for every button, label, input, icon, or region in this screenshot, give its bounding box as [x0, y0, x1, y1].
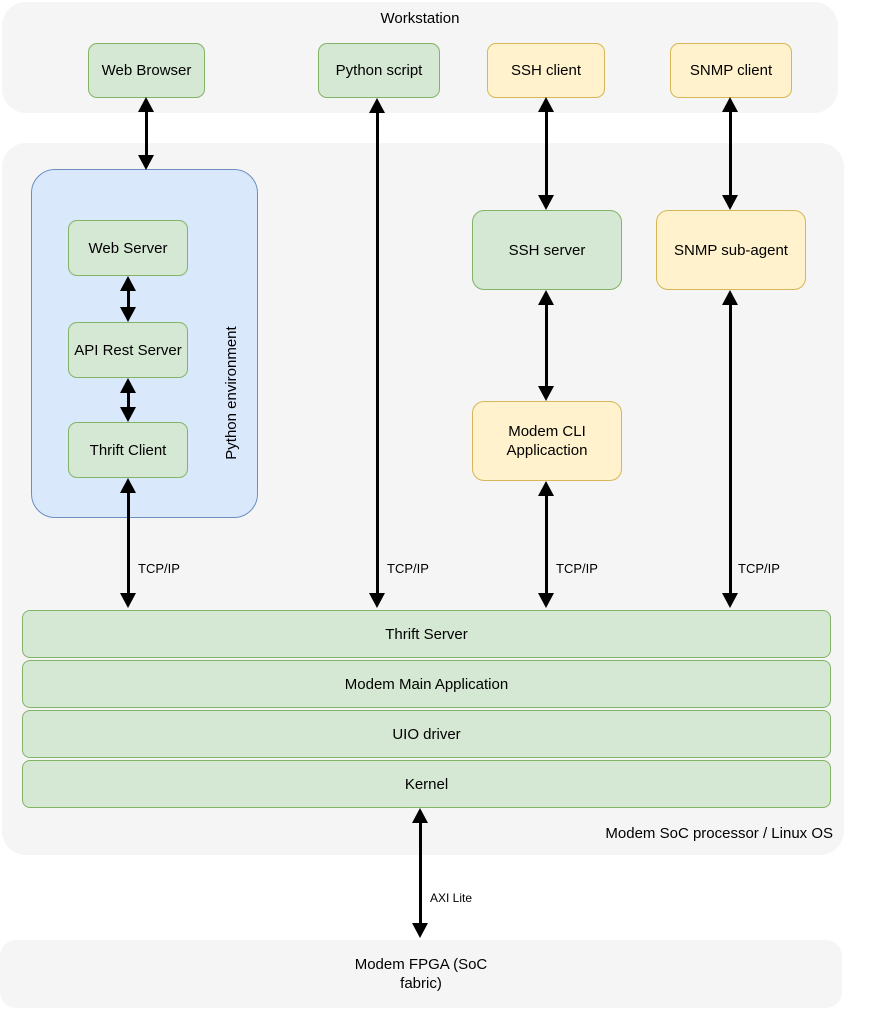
tcpip-label: TCP/IP — [387, 561, 429, 576]
node-ssh-server: SSH server — [472, 210, 622, 290]
arrow-python-script-thrift-server — [368, 98, 386, 608]
arrow-ssh-server-modem-cli-app — [537, 290, 555, 401]
workstation-title: Workstation — [380, 10, 460, 27]
fpga-label: Modem FPGA (SoC fabric) — [354, 956, 488, 992]
node-python-script: Python script — [318, 43, 440, 98]
node-thrift-client: Thrift Client — [68, 422, 188, 478]
arrow-api-rest-server-thrift-client — [119, 378, 137, 422]
zone-fpga — [0, 940, 842, 1008]
layer-modem-main-application: Modem Main Application — [22, 660, 831, 708]
arrow-modem-cli-app-thrift-server — [537, 481, 555, 608]
layer-kernel: Kernel — [22, 760, 831, 808]
node-snmp-sub-agent: SNMP sub-agent — [656, 210, 806, 290]
arrow-kernel-fpga — [411, 808, 429, 938]
node-web-server: Web Server — [68, 220, 188, 276]
node-modem-cli-app: Modem CLI Applicaction — [472, 401, 622, 481]
tcpip-label: TCP/IP — [738, 561, 780, 576]
soc-label: Modem SoC processor / Linux OS — [605, 825, 833, 842]
layer-thrift-server: Thrift Server — [22, 610, 831, 658]
tcpip-label: TCP/IP — [556, 561, 598, 576]
python-env-label: Python environment — [223, 326, 240, 460]
axi-lite-label: AXI Lite — [430, 891, 473, 905]
arrow-web-browser-python-env — [137, 97, 155, 170]
tcpip-label: TCP/IP — [138, 561, 180, 576]
arrow-web-server-api-rest-server — [119, 276, 137, 322]
node-api-rest-server: API Rest Server — [68, 322, 188, 378]
arrow-snmp-client-snmp-sub-agent — [721, 97, 739, 210]
layer-uio-driver: UIO driver — [22, 710, 831, 758]
arrow-thrift-client-thrift-server — [119, 478, 137, 608]
node-web-browser: Web Browser — [88, 43, 205, 98]
node-ssh-client: SSH client — [487, 43, 605, 98]
node-snmp-client: SNMP client — [670, 43, 792, 98]
arrow-snmp-sub-agent-thrift-server — [721, 290, 739, 608]
arrow-ssh-client-ssh-server — [537, 97, 555, 210]
